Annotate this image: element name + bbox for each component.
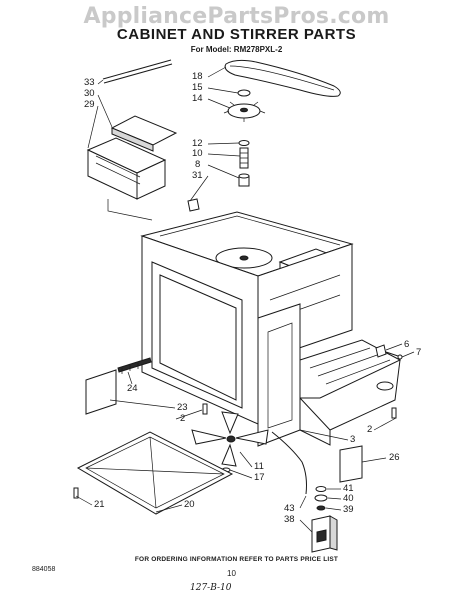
- callout-31: 31: [192, 170, 203, 181]
- model-subtitle: For Model: RM278PXL-2: [190, 45, 283, 54]
- callout-26: 26: [389, 452, 400, 463]
- part-38-motor: [311, 515, 338, 553]
- page-title: CABINET AND STIRRER PARTS: [116, 26, 357, 43]
- handwritten-note: 127-B-10: [190, 583, 232, 593]
- part-14-stirrer-pulley: [223, 101, 266, 122]
- callout-39: 39: [343, 504, 354, 515]
- callout-6: 6: [404, 339, 410, 350]
- part-33-strip: [102, 59, 173, 84]
- callout-3: 3: [350, 434, 356, 445]
- part-15-washer: [237, 89, 251, 97]
- callout-11: 11: [254, 461, 264, 472]
- callout-12: 12: [192, 138, 203, 149]
- page-number: 10: [227, 569, 236, 578]
- part-21-screw: [73, 487, 79, 499]
- part-30-filter: [110, 115, 178, 152]
- callout-8: 8: [195, 159, 201, 170]
- callout-33: 33: [84, 77, 95, 88]
- ordering-note: FOR ORDERING INFORMATION REFER TO PARTS …: [134, 556, 339, 563]
- callout-7: 7: [416, 347, 422, 358]
- callout-20: 20: [184, 499, 195, 510]
- part-18-belt: [224, 59, 341, 97]
- part-11-stirrer-fan: [191, 411, 269, 467]
- callout-10: 10: [192, 148, 203, 159]
- watermark: AppliancePartsPros.com: [83, 4, 390, 29]
- part-20-bottom-tray: [76, 431, 234, 515]
- callout-41: 41: [343, 483, 354, 494]
- part-29-tray: [86, 137, 167, 221]
- part-26-panel: [339, 445, 363, 483]
- part-24-latch: [117, 357, 152, 374]
- callout-38: 38: [284, 514, 295, 525]
- callout-2-left: 2: [180, 413, 186, 424]
- callout-43: 43: [284, 503, 295, 514]
- callout-14: 14: [192, 93, 203, 104]
- part-23-plate: [85, 369, 117, 415]
- part-6-7-fasteners: [375, 344, 403, 360]
- cabinet-body: [140, 211, 402, 447]
- part-10-shaft: [239, 147, 249, 169]
- part-12-washer: [238, 140, 250, 146]
- leader-lines: [75, 66, 415, 533]
- part-43-wire: [271, 431, 307, 495]
- part-31-clip: [187, 198, 200, 212]
- callout-29: 29: [84, 99, 95, 110]
- parts-41-40-39-stack: [314, 486, 328, 511]
- callout-15: 15: [192, 82, 203, 93]
- callout-23: 23: [177, 402, 188, 413]
- callout-2-right: 2: [367, 424, 373, 435]
- callout-24: 24: [127, 383, 138, 394]
- callout-40: 40: [343, 493, 354, 504]
- document-number: 884058: [32, 566, 56, 573]
- callout-17: 17: [254, 472, 265, 483]
- callout-21: 21: [94, 499, 105, 510]
- part-8-bearing: [238, 173, 250, 187]
- callout-18: 18: [192, 71, 203, 82]
- callout-30: 30: [84, 88, 95, 99]
